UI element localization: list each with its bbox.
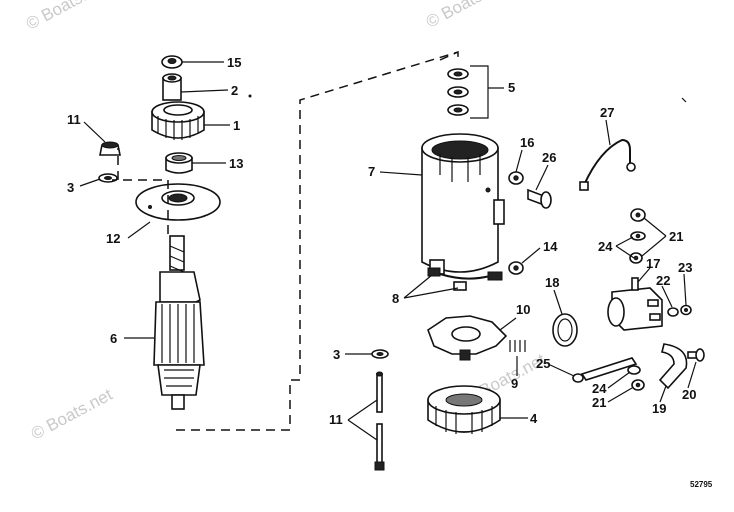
part-8-brushes <box>427 267 503 291</box>
callout-27: 27 <box>600 105 614 120</box>
part-15-nut <box>161 55 183 69</box>
stray-mark <box>681 97 687 103</box>
callout-6: 6 <box>110 331 117 346</box>
callout-24-bottom: 24 <box>592 381 607 396</box>
diagram-reference-number: 52795 <box>690 480 713 489</box>
part-23-nut <box>680 304 692 316</box>
part-4-end-cap <box>427 385 501 434</box>
part-22-washer <box>667 307 679 317</box>
callout-21-bottom: 21 <box>592 395 606 410</box>
callout-10: 10 <box>516 302 530 317</box>
part-11-nut-left <box>99 141 121 156</box>
callout-1: 1 <box>233 118 240 133</box>
callout-26: 26 <box>542 150 556 165</box>
part-9-screws <box>509 340 526 352</box>
watermark: © Boats.net <box>28 385 116 444</box>
part-27-strap <box>579 138 636 191</box>
part-2-pinion <box>162 73 182 101</box>
callout-9: 9 <box>511 376 518 391</box>
part-24-washer-bottom <box>627 365 641 375</box>
callout-25: 25 <box>536 356 550 371</box>
leader-lines <box>79 61 697 441</box>
stray-mark <box>248 94 252 98</box>
callout-2: 2 <box>231 83 238 98</box>
callout-14: 14 <box>543 239 558 254</box>
callout-18: 18 <box>545 275 559 290</box>
watermark: © Boats.net <box>23 0 111 34</box>
callout-22: 22 <box>656 273 670 288</box>
part-6-armature <box>153 235 205 410</box>
part-5-washers <box>447 68 469 116</box>
callout-labels: 15 2 1 11 13 3 12 6 5 7 16 26 27 14 8 24… <box>67 55 696 427</box>
callout-23: 23 <box>678 260 692 275</box>
part-16-washer <box>508 171 524 185</box>
callout-11-center: 11 <box>329 412 343 427</box>
callout-24: 24 <box>598 239 613 254</box>
dashed-guide-washers <box>439 51 459 61</box>
callout-12: 12 <box>106 231 120 246</box>
part-25-plunger <box>572 357 638 383</box>
part-24-washer-top <box>630 231 646 241</box>
part-17-solenoid <box>607 277 663 331</box>
callout-16: 16 <box>520 135 534 150</box>
callout-13: 13 <box>229 156 243 171</box>
part-13-collar <box>165 152 193 174</box>
part-12-end-plate <box>135 183 221 221</box>
part-18-seal-ring <box>552 313 578 347</box>
callout-11: 11 <box>67 112 81 127</box>
callout-21: 21 <box>669 229 683 244</box>
callout-4: 4 <box>530 411 538 426</box>
part-10-brush-plate <box>427 315 508 361</box>
part-21-nut-mid <box>629 252 643 264</box>
watermark: © Boats.net <box>423 0 511 32</box>
callout-3: 3 <box>67 180 74 195</box>
part-21-nut-top <box>630 208 646 222</box>
part-21-nut-bottom <box>631 379 645 391</box>
part-26-bolt <box>527 188 552 209</box>
callout-15: 15 <box>227 55 241 70</box>
part-20-screw <box>687 348 705 362</box>
callout-17: 17 <box>646 256 660 271</box>
part-11-through-bolts <box>374 371 385 471</box>
part-19-bracket <box>658 343 688 390</box>
part-14-nut <box>508 261 524 275</box>
part-3-washer-left <box>98 173 118 183</box>
callout-7: 7 <box>368 164 375 179</box>
part-3-washer-center <box>371 349 389 359</box>
callout-19: 19 <box>652 401 666 416</box>
callout-3-center: 3 <box>333 347 340 362</box>
callout-20: 20 <box>682 387 696 402</box>
callout-8: 8 <box>392 291 399 306</box>
part-7-motor-housing <box>421 133 505 275</box>
callout-5: 5 <box>508 80 515 95</box>
part-1-drive-gear <box>151 101 205 140</box>
